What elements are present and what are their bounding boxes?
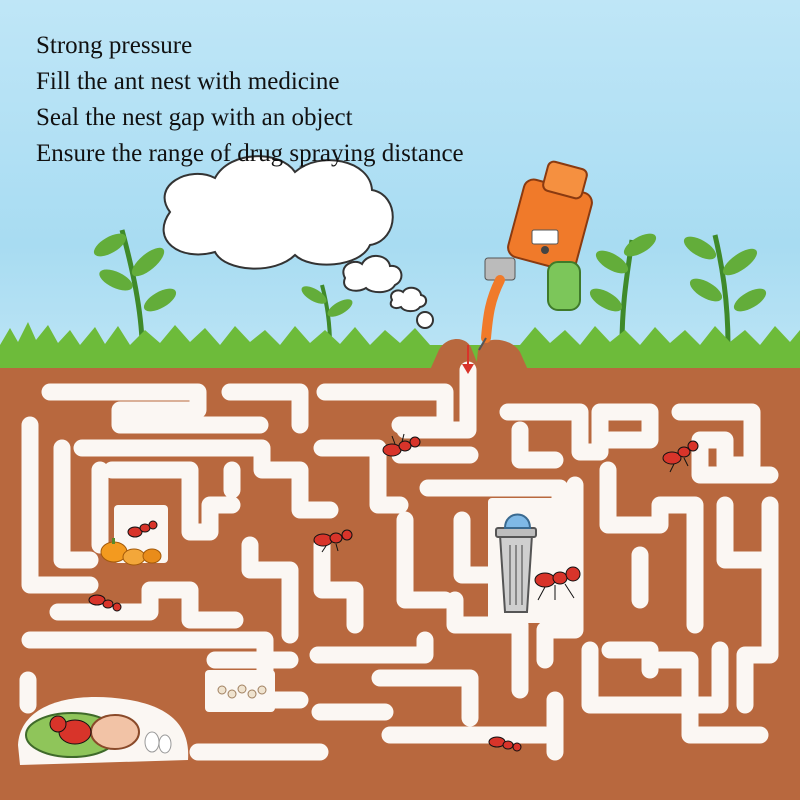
cloud-icon [416,311,434,329]
cloud-icon [162,155,394,270]
ant-icon [127,520,158,538]
ant-icon [382,433,421,457]
plant-icon [589,233,657,346]
pumpkin-icon [100,538,162,566]
ant-icon [534,566,581,601]
nest-entrance [430,338,528,370]
cloud-icon [342,255,403,294]
caption-line: Strong pressure [36,32,193,59]
trash-can-icon [495,513,537,613]
caption-text: Strong pressure Fill the ant nest with m… [36,28,464,172]
caption-line: Seal the nest gap with an object [36,104,353,131]
chamber-eggs [205,670,275,712]
plant-icon [683,234,767,346]
grass [0,322,800,372]
plant-icon [93,229,177,341]
maze-tunnels [19,361,779,761]
ant-icon [662,440,699,473]
arrow-down-icon [462,345,474,374]
duster-tool-icon [478,160,593,351]
caption-line: Fill the ant nest with medicine [36,68,340,95]
ant-icon [488,736,522,752]
queen-ant-icon [25,712,140,758]
ant-icon [88,594,122,612]
caption-line: Ensure the range of drug spraying distan… [36,140,464,167]
ant-icon [313,529,353,553]
egg-icon [144,731,172,754]
bottle-icon [547,261,581,311]
cloud-icon [389,286,428,313]
